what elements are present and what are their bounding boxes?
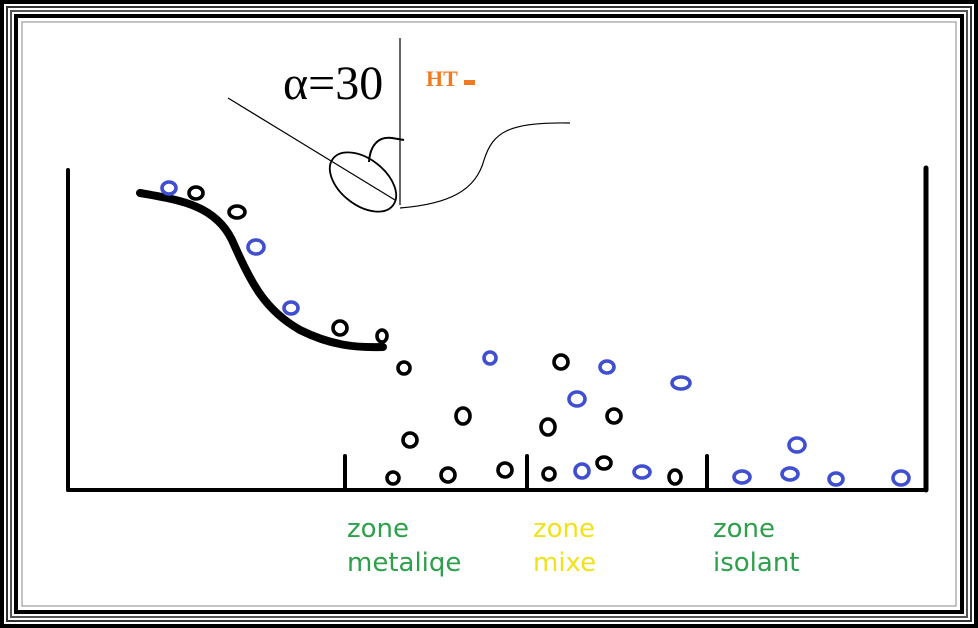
particle-metal bbox=[375, 328, 389, 344]
trajectory-curve bbox=[136, 189, 387, 352]
electrode-hook bbox=[368, 136, 405, 163]
particle-insulator bbox=[670, 375, 692, 391]
particle-insulator bbox=[780, 466, 800, 482]
particle-metal bbox=[496, 461, 514, 479]
particle-metal bbox=[552, 353, 570, 371]
zone-metal-label-line1: zone bbox=[347, 514, 410, 544]
particle-metal bbox=[401, 431, 419, 449]
particle-insulator bbox=[567, 390, 587, 408]
angle-label: α=30 bbox=[283, 57, 384, 110]
particle-insulator bbox=[160, 180, 178, 196]
angle-line bbox=[227, 97, 396, 201]
ht-minus-sign bbox=[464, 80, 475, 85]
particle-metal bbox=[605, 407, 623, 425]
particle-insulator bbox=[573, 462, 591, 480]
particle-insulator bbox=[482, 350, 498, 366]
particle-insulator bbox=[891, 469, 911, 487]
particle-metal bbox=[227, 204, 247, 220]
zone-mixed-label-line2: mixe bbox=[533, 548, 597, 578]
particle-metal bbox=[454, 406, 472, 426]
particle-metal bbox=[541, 466, 557, 482]
particle-insulator bbox=[732, 469, 752, 485]
zone-insulator-label-line2: isolant bbox=[713, 548, 800, 578]
particle-insulator bbox=[827, 471, 845, 487]
particle-metal bbox=[595, 455, 613, 471]
zone-mixed-label-line1: zone bbox=[533, 514, 596, 544]
particle-insulator bbox=[598, 359, 616, 375]
zone-insulator-label-line1: zone bbox=[713, 514, 776, 544]
particle-metal bbox=[385, 470, 401, 486]
particle-metal bbox=[439, 466, 457, 484]
tank bbox=[66, 165, 929, 493]
particle-metal bbox=[331, 319, 349, 337]
electrode-assembly bbox=[227, 38, 571, 213]
zone-metal-label-line2: metaliqe bbox=[347, 548, 462, 578]
ht-label: HT bbox=[426, 66, 458, 91]
wire bbox=[399, 122, 571, 209]
particle-metal bbox=[187, 185, 205, 201]
particle-insulator bbox=[282, 300, 300, 316]
particle-metal bbox=[396, 360, 412, 376]
electrode-ellipse bbox=[328, 151, 398, 213]
particle-insulator bbox=[632, 464, 652, 480]
particle-insulator bbox=[787, 436, 807, 454]
particle-metal bbox=[667, 468, 683, 486]
particle-insulator bbox=[246, 238, 266, 256]
particles bbox=[160, 180, 911, 487]
particle-metal bbox=[539, 417, 557, 437]
